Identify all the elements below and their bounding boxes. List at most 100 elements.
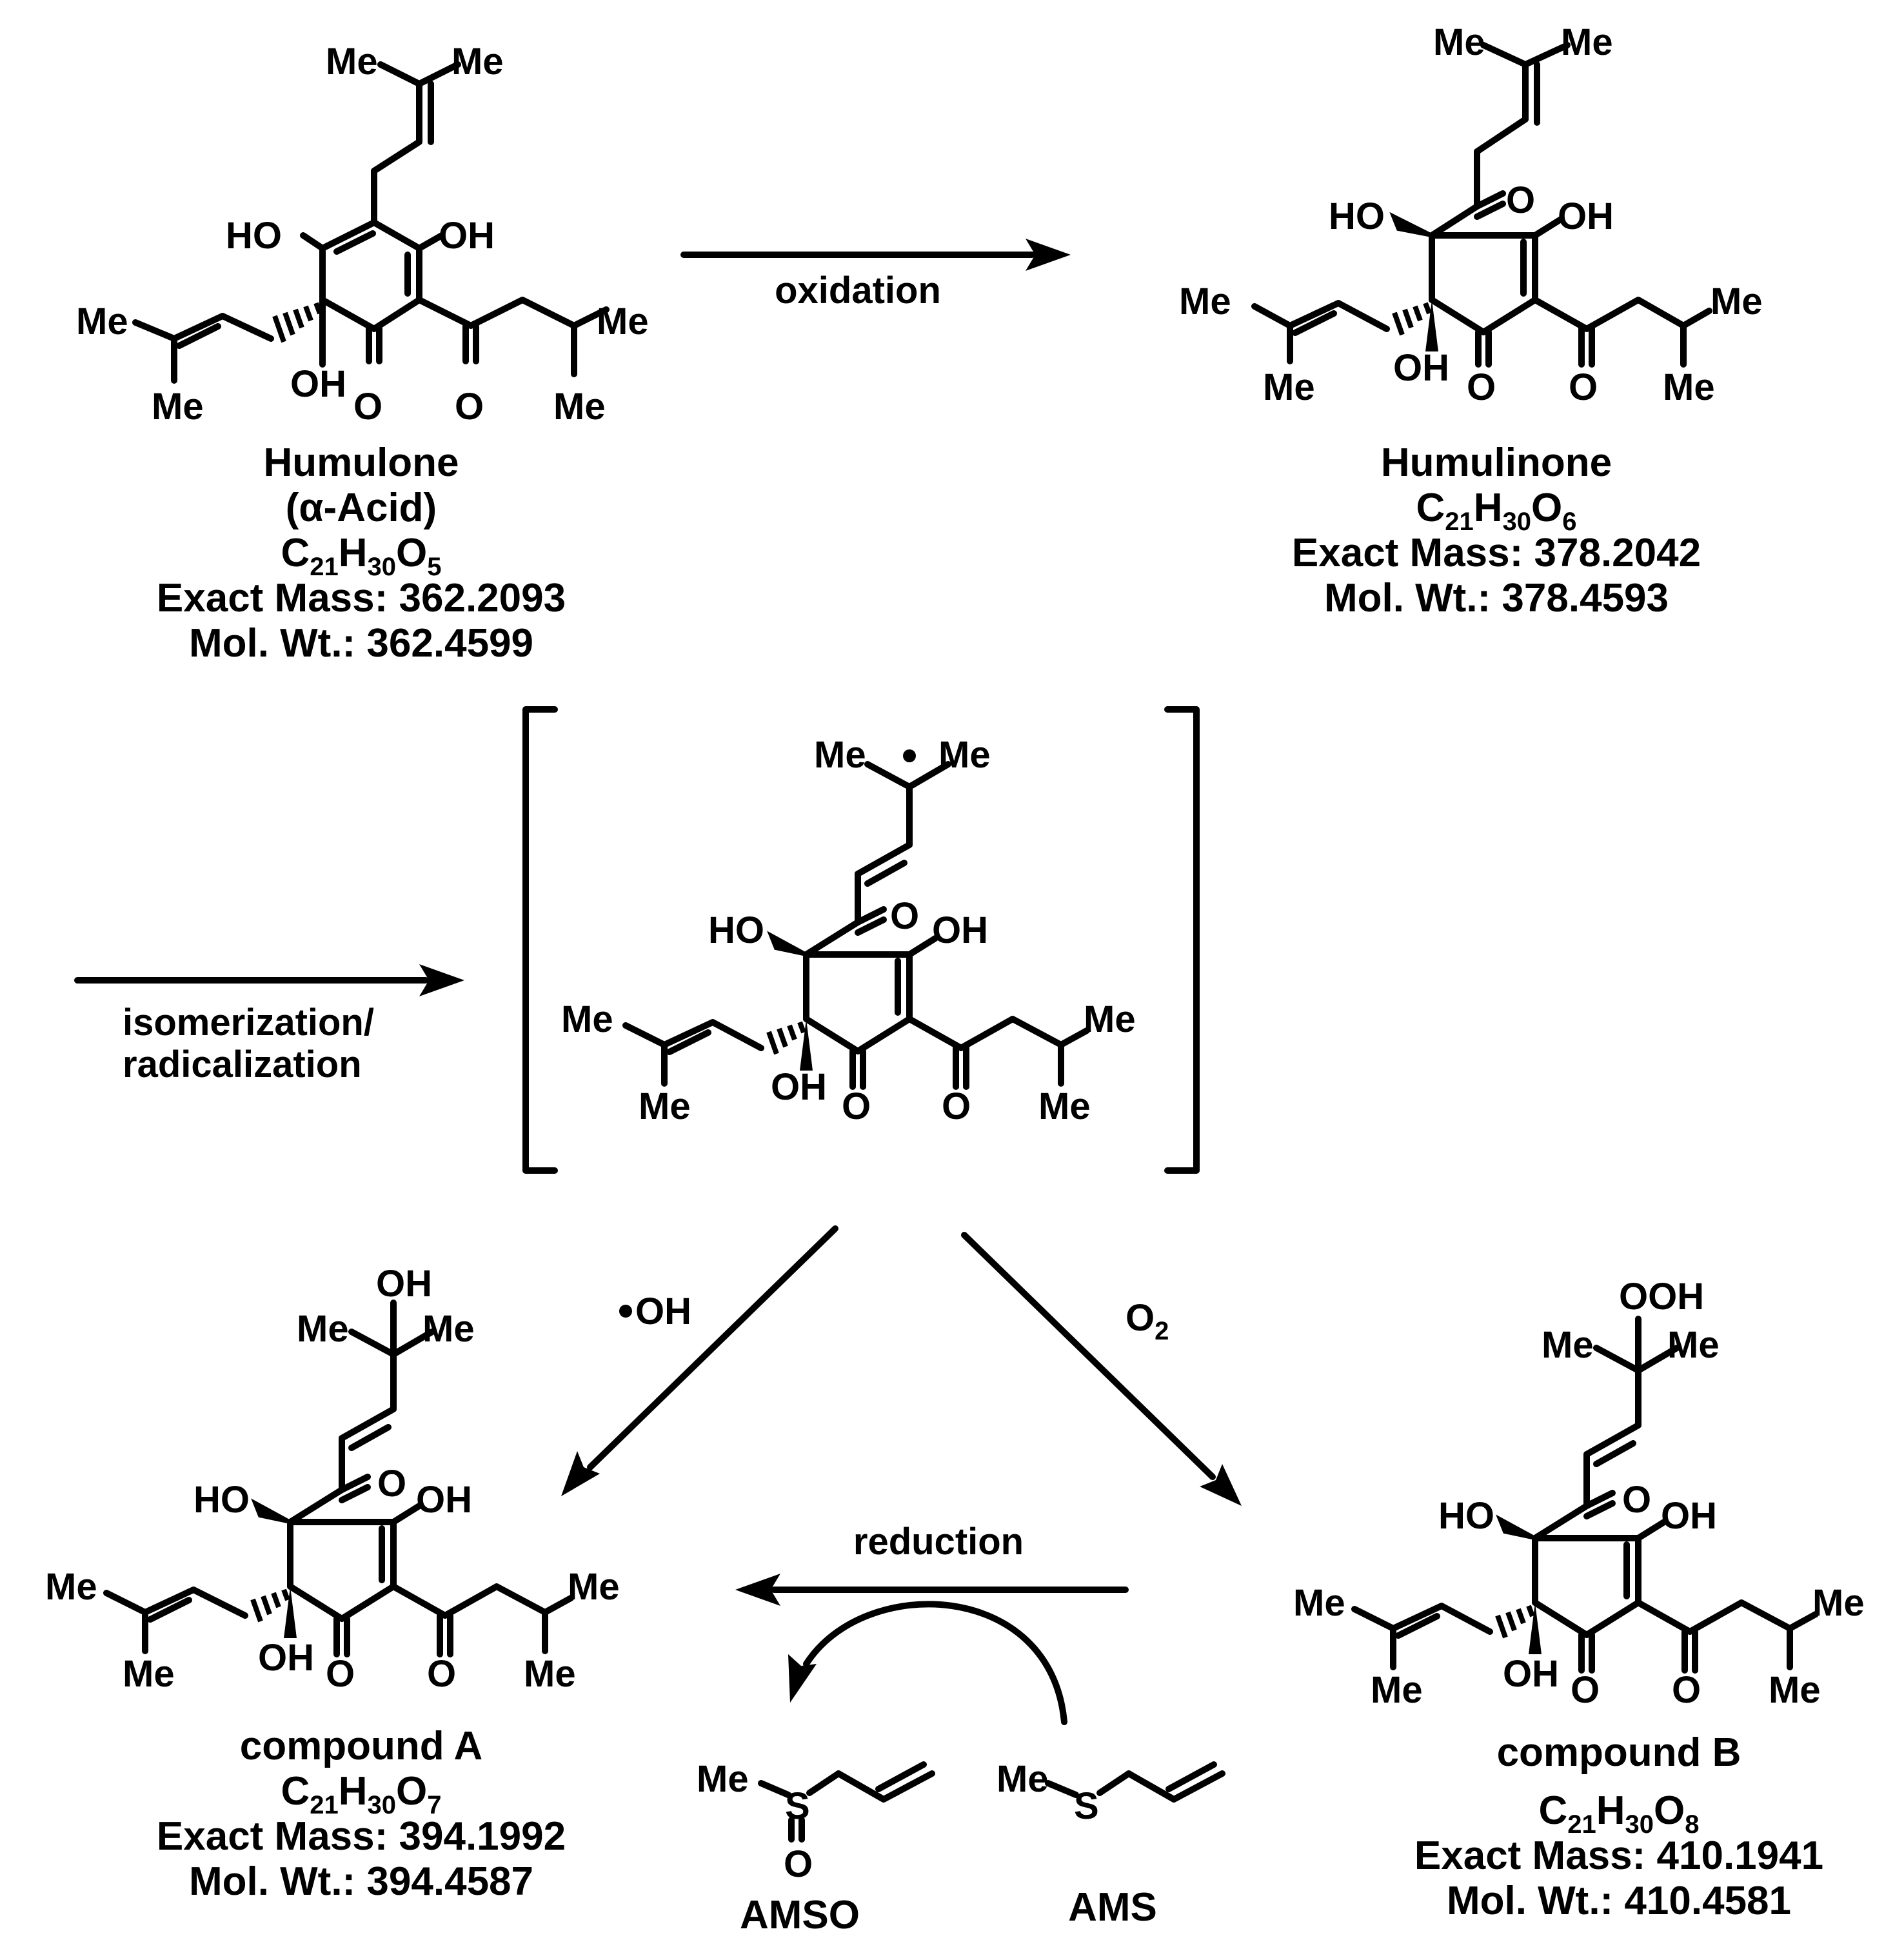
humulone-structure: [132, 61, 610, 384]
svg-text:Me: Me: [1293, 1582, 1345, 1624]
svg-text:Me: Me: [938, 734, 991, 776]
svg-text:HO: HO: [708, 909, 764, 951]
compound-b-caption: compound B C21H30O8 Exact Mass: 410.1941…: [1414, 1730, 1823, 1923]
humulone-class: (α-Acid): [286, 486, 437, 530]
svg-text:Me: Me: [1433, 21, 1485, 63]
humulone-name: Humulone: [263, 440, 459, 485]
svg-text:O: O: [427, 1653, 456, 1695]
humulinone-structure: [1251, 42, 1712, 368]
compound-b-mol-wt: Mol. Wt.: 410.4581: [1447, 1879, 1791, 1923]
svg-text:OH: OH: [439, 215, 495, 257]
humulone-exact-mass: Exact Mass: 362.2093: [157, 576, 566, 620]
oxygen-label: O2: [1126, 1297, 1169, 1345]
ams-label: AMS: [1068, 1885, 1157, 1930]
humulone-atom-labels: Me Me HO OH Me Me Me OH O O Me: [76, 41, 649, 428]
svg-text:O: O: [1569, 366, 1598, 408]
svg-text:S: S: [1074, 1785, 1099, 1827]
svg-text:OOH: OOH: [1619, 1276, 1704, 1318]
svg-text:O: O: [942, 1085, 971, 1127]
amso-label: AMSO: [740, 1893, 860, 1937]
compound-b-formula: C21H30O8: [1538, 1788, 1699, 1839]
svg-text:OH: OH: [932, 909, 988, 951]
svg-text:Me: Me: [422, 1308, 475, 1350]
svg-text:OH: OH: [1661, 1495, 1717, 1537]
compound-a-formula: C21H30O7: [281, 1769, 441, 1819]
svg-text:HO: HO: [1329, 195, 1385, 237]
svg-text:O: O: [784, 1843, 813, 1885]
radical-intermediate-atom-labels: Me Me O HO OH Me Me Me OH O O Me: [561, 734, 1136, 1127]
svg-text:Me: Me: [1263, 366, 1315, 408]
humulinone-exact-mass: Exact Mass: 378.2042: [1292, 531, 1701, 575]
svg-text:Me: Me: [1542, 1324, 1594, 1366]
svg-text:Me: Me: [451, 41, 504, 83]
oxygen-arrow: O2: [961, 1232, 1242, 1506]
svg-text:OH: OH: [416, 1479, 472, 1521]
svg-text:Me: Me: [524, 1653, 576, 1695]
svg-text:OH: OH: [258, 1637, 314, 1679]
humulinone-atom-labels: Me Me O HO OH Me Me Me OH O O Me: [1179, 21, 1763, 408]
svg-text:Me: Me: [152, 386, 204, 428]
svg-text:OH: OH: [771, 1066, 827, 1108]
amso-structure: Me S O AMSO: [697, 1758, 935, 1937]
svg-text:Me: Me: [1084, 998, 1136, 1040]
svg-text:Me: Me: [1179, 281, 1231, 322]
svg-text:O: O: [455, 386, 484, 428]
svg-text:Me: Me: [1812, 1582, 1865, 1624]
svg-text:O: O: [377, 1463, 406, 1505]
svg-text:Me: Me: [1561, 21, 1613, 63]
oxidation-arrow: oxidation: [680, 239, 1071, 311]
svg-text:Me: Me: [1769, 1669, 1821, 1711]
svg-text:OH: OH: [1558, 195, 1614, 237]
compound-b-exact-mass: Exact Mass: 410.1941: [1414, 1834, 1823, 1878]
humulinone-caption: Humulinone C21H30O6 Exact Mass: 378.2042…: [1292, 440, 1701, 620]
compound-a-structure: [103, 1300, 574, 1657]
svg-text:O: O: [1622, 1479, 1651, 1521]
svg-text:Me: Me: [697, 1758, 749, 1800]
svg-text:O: O: [353, 386, 382, 428]
svg-text:O: O: [326, 1653, 355, 1695]
oxidation-label: oxidation: [775, 270, 941, 311]
compound-a-caption: compound A C21H30O7 Exact Mass: 394.1992…: [157, 1724, 566, 1904]
hashed-wedge: [1495, 1605, 1535, 1639]
svg-text:O: O: [1672, 1669, 1701, 1711]
svg-text:Me: Me: [814, 734, 866, 776]
hashed-wedge: [272, 302, 322, 343]
svg-text:O: O: [1571, 1669, 1600, 1711]
ams-structure: Me S AMS: [997, 1758, 1225, 1930]
svg-text:OH: OH: [1393, 347, 1449, 389]
svg-text:HO: HO: [193, 1479, 250, 1521]
svg-text:Me: Me: [1663, 366, 1715, 408]
compound-a-exact-mass: Exact Mass: 394.1992: [157, 1814, 566, 1859]
reduction-arrow: reduction: [735, 1521, 1129, 1725]
reduction-label: reduction: [853, 1521, 1024, 1563]
svg-text:HO: HO: [226, 215, 282, 257]
isomerization-arrow: isomerization/ radicalization: [74, 964, 464, 1085]
compound-a-mol-wt: Mol. Wt.: 394.4587: [189, 1859, 533, 1904]
svg-text:Me: Me: [45, 1566, 97, 1608]
radical-dot: [619, 1305, 632, 1318]
isomerization-label-line-1: isomerization/: [123, 1002, 374, 1043]
radical-intermediate-structure: [622, 749, 1090, 1090]
compound-b-atom-labels: OOH Me Me O HO OH Me Me Me OH O O Me: [1293, 1276, 1865, 1711]
hashed-wedge: [766, 1021, 806, 1055]
compound-b-structure: [1351, 1316, 1819, 1674]
svg-text:Me: Me: [561, 998, 613, 1040]
compound-b-name: compound B: [1497, 1730, 1741, 1775]
compound-a-atom-labels: OH Me Me O HO OH Me Me Me OH O O Me: [45, 1263, 620, 1695]
svg-text:Me: Me: [1667, 1324, 1720, 1366]
svg-text:O: O: [890, 895, 919, 937]
svg-text:O: O: [1467, 366, 1496, 408]
humulone-caption: Humulone (α-Acid) C21H30O5 Exact Mass: 3…: [157, 440, 566, 666]
svg-text:Me: Me: [123, 1653, 175, 1695]
svg-text:S: S: [785, 1785, 810, 1827]
svg-text:Me: Me: [297, 1308, 349, 1350]
compound-a-name: compound A: [240, 1724, 483, 1768]
svg-text:HO: HO: [1438, 1495, 1494, 1537]
hashed-wedge: [250, 1588, 290, 1623]
svg-text:OH: OH: [1503, 1653, 1559, 1695]
svg-text:Me: Me: [1038, 1085, 1091, 1127]
humulinone-mol-wt: Mol. Wt.: 378.4593: [1324, 576, 1669, 620]
humulinone-formula: C21H30O6: [1416, 486, 1576, 536]
radical-dot: [903, 749, 916, 762]
